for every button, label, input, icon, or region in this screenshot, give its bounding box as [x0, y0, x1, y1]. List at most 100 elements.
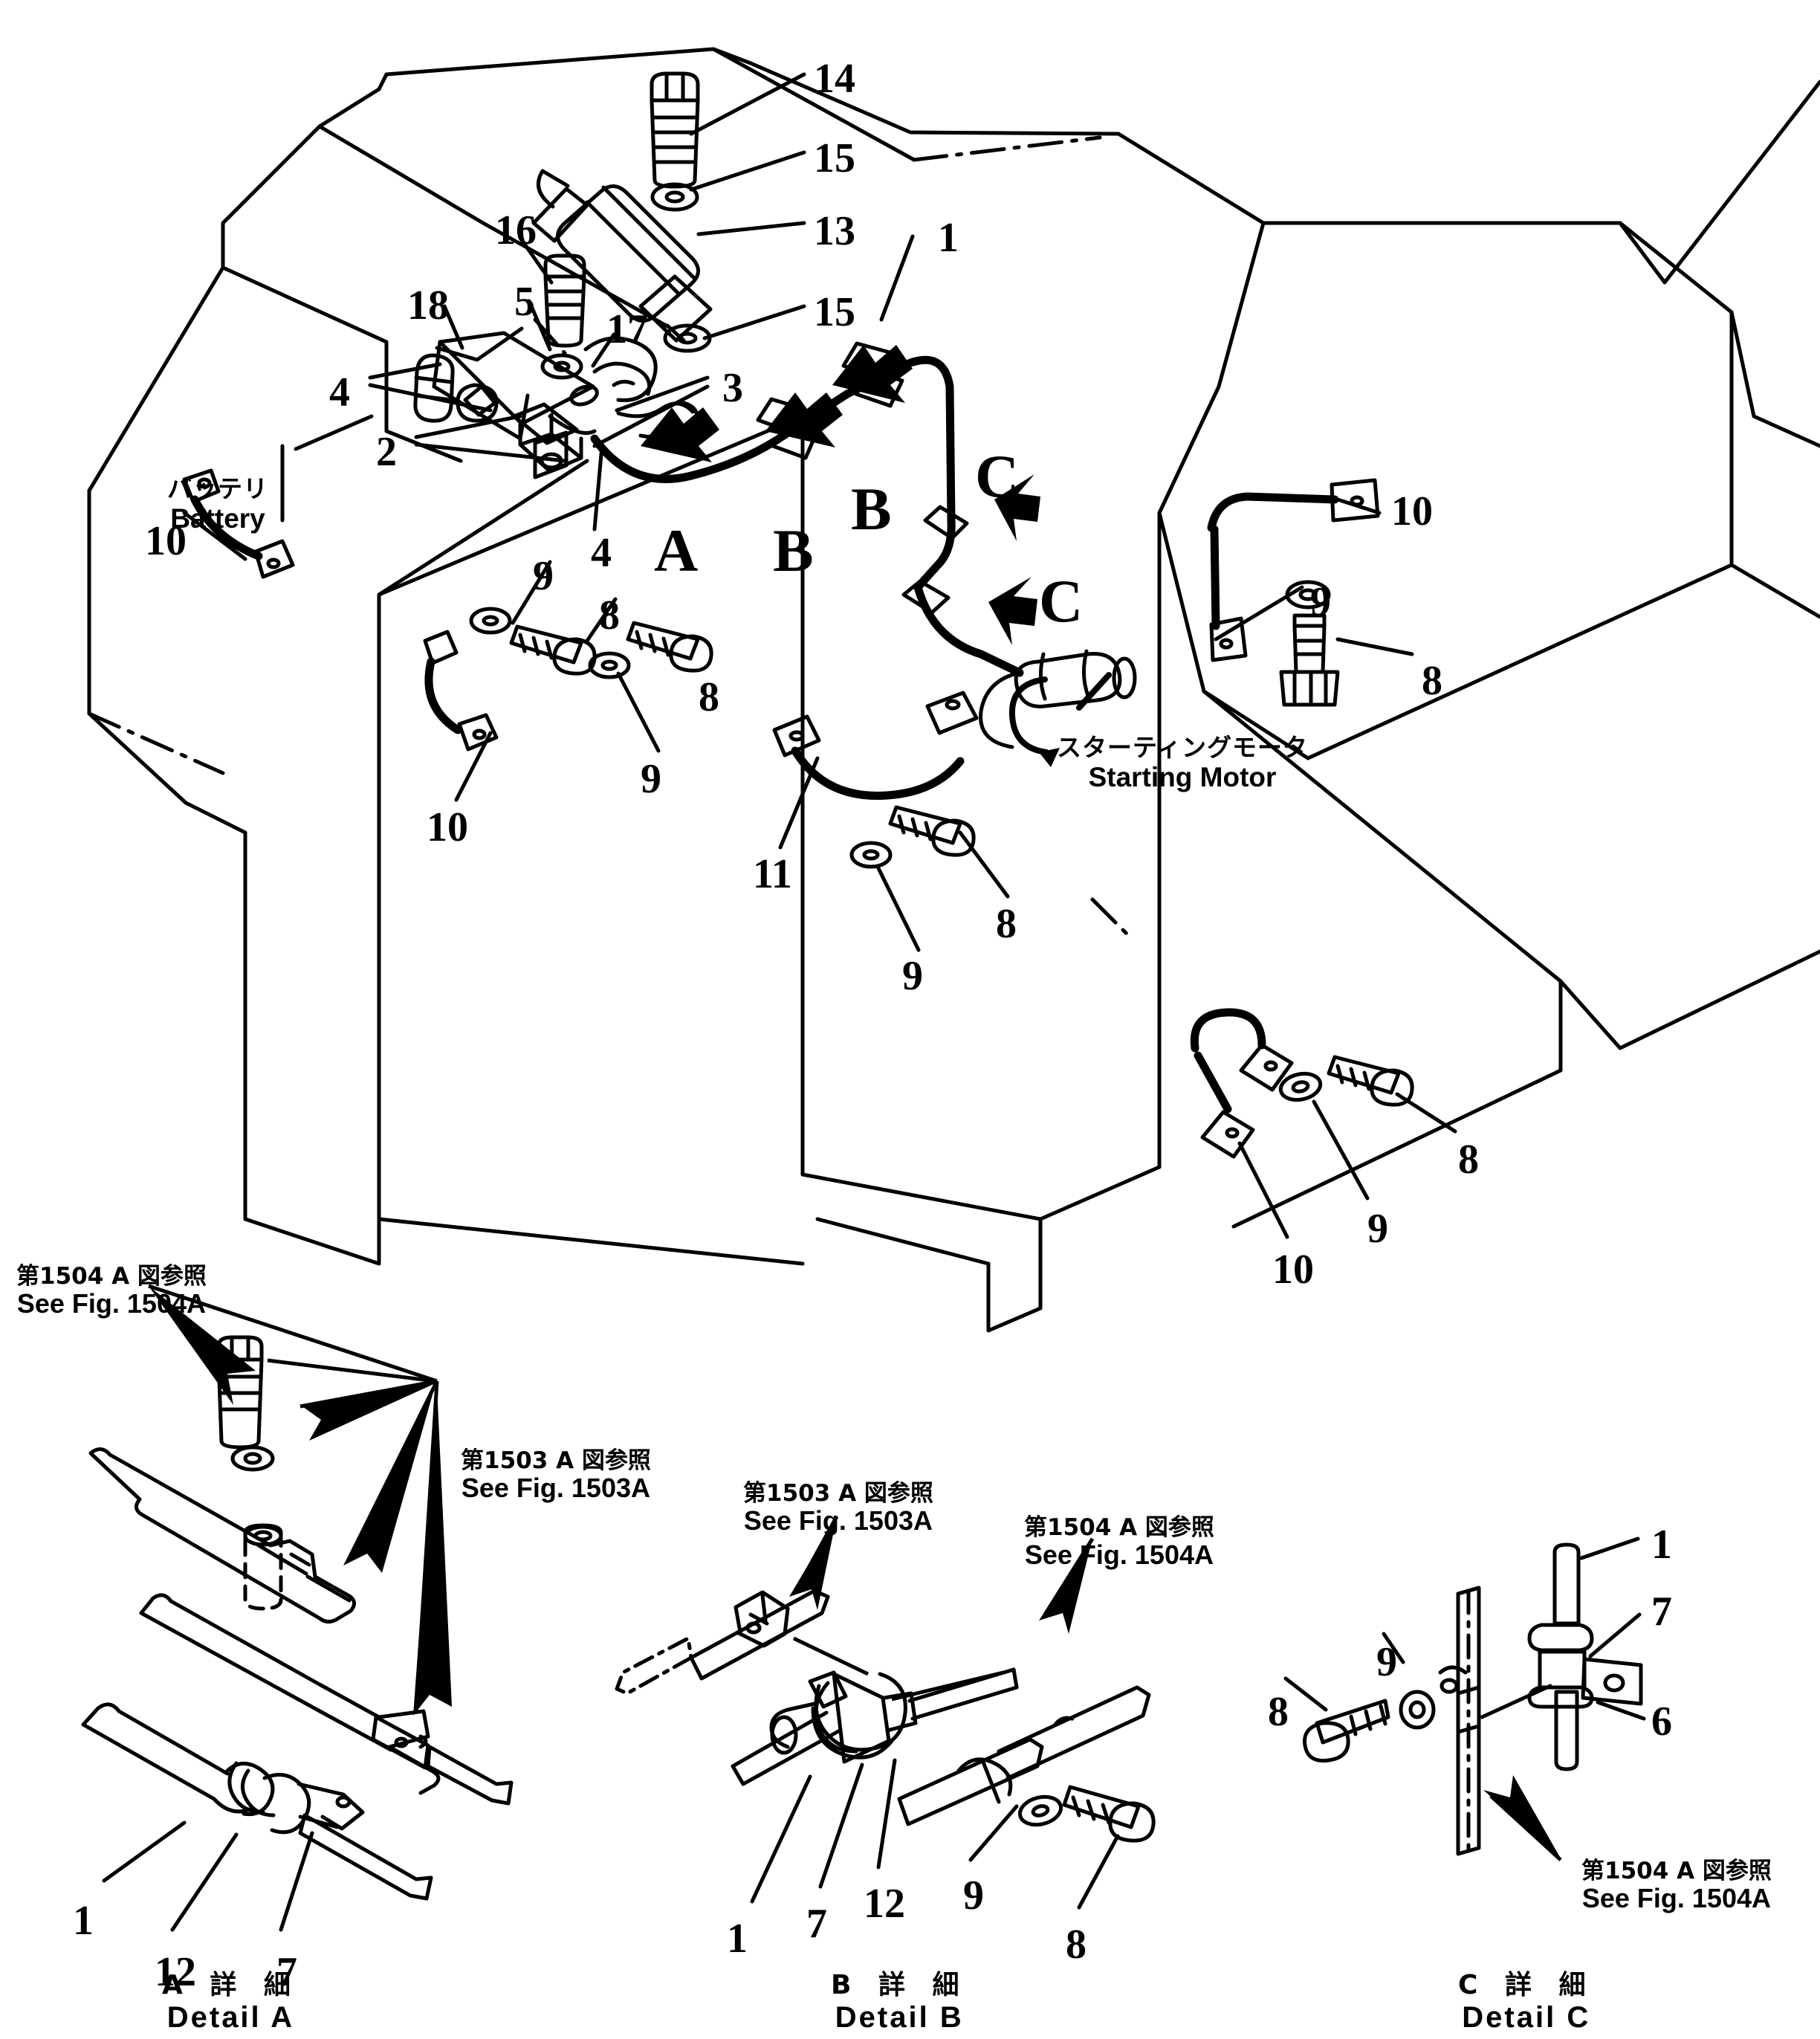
callout-11: 11: [753, 851, 792, 897]
detail-b-title-en: Detail B: [835, 2001, 964, 2035]
section-arrow-a: [641, 407, 719, 462]
cable-10-lower-left: [423, 630, 499, 752]
callout-10-b: 10: [1391, 488, 1433, 534]
fig-ref-b-right: 第1504 A 図参照 See Fig. 1504A: [1024, 1515, 1214, 1570]
detail-c-callout-9: 9: [1376, 1639, 1397, 1685]
callout-13: 13: [814, 208, 855, 254]
section-arrow-c2: [988, 577, 1037, 645]
callout-9-e: 9: [1367, 1206, 1388, 1252]
battery-cable-1: [590, 355, 1024, 677]
battery-caption-jp: バッテリ: [167, 474, 268, 503]
detail-c-title-jp: C 詳 細: [1458, 1970, 1595, 2000]
fig-ref-b-left-en: See Fig. 1503A: [743, 1505, 933, 1536]
detail-b-callout-7: 7: [806, 1901, 827, 1947]
starting-motor-caption-jp: スターティングモータ: [1057, 733, 1309, 762]
section-arrow-c1: [994, 474, 1040, 541]
section-label-c2: C: [1039, 567, 1084, 635]
callout-4-a: 4: [329, 369, 350, 416]
callout-15-upper: 15: [814, 135, 855, 181]
cable-10-right: [1207, 478, 1380, 662]
detail-c-callout-1: 1: [1651, 1522, 1672, 1568]
detail-b-callout-8: 8: [1066, 1922, 1087, 1968]
callout-14: 14: [814, 56, 855, 102]
fig-ref-a-left-jp: 第1504 A 図参照: [16, 1263, 207, 1290]
callout-8-a: 8: [599, 592, 620, 639]
callout-5: 5: [514, 279, 535, 325]
callout-15-lower: 15: [814, 289, 855, 335]
callout-8-b: 8: [1422, 658, 1442, 704]
section-label-c1: C: [975, 442, 1020, 510]
callout-17: 17: [606, 306, 648, 352]
washer-9-bottom: [849, 841, 893, 869]
detail-b-callout-1: 1: [727, 1916, 748, 1962]
detail-a-arrow-top: [149, 1286, 256, 1405]
detail-a-arrow-bolt: [300, 1383, 437, 1441]
callout-18: 18: [407, 282, 449, 329]
fig-ref-c-bottom-jp: 第1504 A 図参照: [1581, 1858, 1772, 1884]
washer-9-left: [469, 607, 512, 635]
callout-10-c: 10: [427, 804, 468, 850]
detail-a-title-jp: A 詳 細: [162, 1970, 299, 2000]
section-label-b2: B: [851, 475, 892, 543]
callout-1-main: 1: [938, 215, 959, 261]
callout-3: 3: [722, 365, 743, 411]
cable-10-left: [182, 468, 295, 579]
fig-ref-a-left: 第1504 A 図参照 See Fig. 1504A: [16, 1264, 207, 1319]
machine-body-outline: [87, 47, 1820, 1333]
callout-16: 16: [495, 207, 537, 253]
fig-ref-a-right: 第1503 A 図参照 See Fig. 1503A: [461, 1448, 651, 1503]
cable-10-bottom-right: [1190, 1008, 1294, 1159]
washer-9-bottom-right: [1278, 1071, 1323, 1102]
detail-b-callout-9: 9: [963, 1872, 984, 1919]
fig-ref-a-left-en: See Fig. 1504A: [16, 1288, 206, 1319]
fig-ref-b-left-jp: 第1503 A 図参照: [743, 1480, 933, 1507]
bolt-8-left: [509, 624, 597, 676]
detail-c-arrow-plate: [1483, 1775, 1561, 1858]
bolt-8-center: [626, 621, 713, 673]
callout-10-a: 10: [145, 518, 187, 564]
section-label-b1: B: [773, 517, 814, 584]
bolt-8-bottom: [888, 805, 976, 857]
cable-11: [772, 691, 979, 800]
detail-a-title-en: Detail A: [166, 2001, 295, 2035]
fig-ref-b-right-jp: 第1504 A 図参照: [1024, 1514, 1214, 1541]
detail-b-callout-12: 12: [864, 1881, 905, 1927]
fig-ref-c-bottom-en: See Fig. 1504A: [1581, 1883, 1771, 1914]
section-label-a: A: [654, 517, 699, 584]
relay-13: [531, 169, 713, 343]
callout-8-e: 8: [1458, 1137, 1479, 1183]
detail-a-callout-1: 1: [73, 1898, 94, 1944]
washer-15-upper: [650, 182, 699, 212]
bolt-14: [650, 71, 700, 189]
bolt-8-right: [1279, 613, 1340, 707]
section-arrows: [641, 345, 1040, 645]
starting-motor-caption-en: Starting Motor: [1088, 761, 1277, 792]
main-leader-lines: [182, 72, 1457, 1239]
fig-ref-b-right-en: See Fig. 1504A: [1024, 1539, 1214, 1571]
callout-9-a: 9: [533, 553, 554, 599]
fig-ref-b-left: 第1503 A 図参照 See Fig. 1503A: [743, 1481, 933, 1536]
starting-motor-caption: スターティングモータ Starting Motor: [1057, 734, 1308, 792]
callout-4-b: 4: [591, 530, 612, 576]
callout-10-d: 10: [1272, 1247, 1314, 1293]
detail-c-callout-8: 8: [1268, 1689, 1289, 1735]
detail-b-title-jp: B 詳 細: [831, 1970, 968, 2000]
detail-c-callout-7: 7: [1651, 1589, 1672, 1635]
battery-caption: バッテリ Battery: [167, 474, 268, 534]
detail-c-title: C 詳 細 Detail C: [1458, 1970, 1595, 2035]
battery-caption-en: Battery: [170, 503, 265, 534]
callout-9-b: 9: [1310, 579, 1331, 625]
detail-a-callout-12: 12: [155, 1949, 196, 1995]
bolt-5: [543, 253, 586, 348]
section-arrow-b1: [765, 392, 843, 447]
detail-a-callout-7: 7: [276, 1949, 297, 1995]
callout-9-d: 9: [902, 953, 923, 999]
detail-c-callout-6: 6: [1651, 1699, 1672, 1745]
detail-a-title: A 詳 細 Detail A: [162, 1970, 299, 2035]
fig-ref-a-right-en: See Fig. 1503A: [461, 1473, 650, 1504]
